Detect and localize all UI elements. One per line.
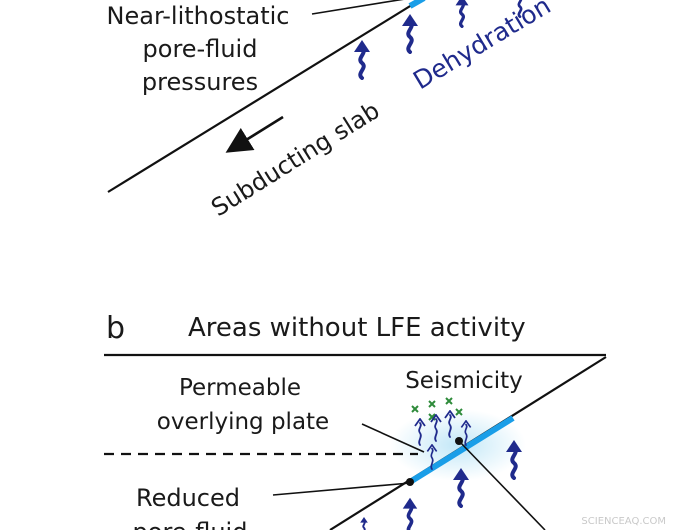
panel-a-pressure-leader	[311, 0, 404, 15]
panel-a-fault-highlight	[408, 0, 426, 9]
wavy-up-arrow-icon	[358, 516, 370, 530]
panel-a-pressure-label-1: Near-lithostatic	[107, 2, 290, 30]
panel-b-reduced-label-1: Reduced	[136, 484, 240, 512]
panel-b-plate-label-2: overlying plate	[157, 409, 329, 435]
watermark: SCIENCEAQ.COM	[581, 516, 666, 527]
seismicity-markers	[411, 397, 463, 421]
wavy-up-arrow-icon	[453, 0, 471, 28]
panel-a-pressure-label-2: pore-fluid	[143, 35, 258, 63]
panel-b-seismicity-label: Seismicity	[405, 368, 523, 394]
panel-a-slab-line	[107, 0, 421, 193]
arrow-down-left-icon	[225, 115, 284, 153]
panel-b-fault-leader	[458, 440, 546, 530]
panel-b-letter: b	[106, 311, 125, 346]
panel-b-reduced-leader	[272, 482, 411, 496]
panel-b-reduced-label-2: pore-fluid	[133, 518, 248, 530]
panel-b-plate-leader	[361, 423, 425, 453]
panel-b-plate-label-1: Permeable	[179, 375, 301, 401]
panel-b-fault-highlight	[408, 415, 515, 485]
fault-point	[455, 437, 463, 445]
fluid-halo	[390, 409, 526, 481]
wavy-up-arrow-icon	[400, 496, 420, 530]
x-mark-icon	[445, 397, 453, 405]
panel-b-title: Areas without LFE activity	[188, 313, 526, 343]
wavy-up-arrow-icon	[400, 12, 420, 54]
x-mark-icon	[455, 408, 463, 416]
panel-a: Near-lithostatic pore-fluid pressures De…	[107, 0, 556, 222]
wavy-up-arrow-icon	[352, 38, 372, 80]
x-mark-icon	[428, 400, 436, 408]
fault-point	[406, 478, 414, 486]
panel-b: b Areas without LFE activity Seismicity …	[104, 311, 607, 530]
panel-a-pressure-label-3: pressures	[142, 68, 258, 96]
x-mark-icon	[411, 405, 419, 413]
panel-a-dehydration-label: Dehydration	[408, 0, 555, 95]
